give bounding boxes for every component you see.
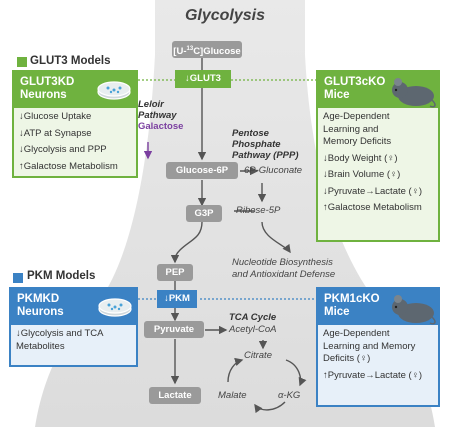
glut3cko-findings: Age-Dependent Learning and Memory Defici… xyxy=(318,108,438,222)
tca-cycle-label: TCA Cycle xyxy=(229,312,277,323)
finding-item: ↓Glycolysis and TCA Metabolites xyxy=(16,328,103,352)
pkm-models-label: PKM Models xyxy=(27,270,96,282)
acetyl-coa-label: Acetyl-CoA xyxy=(229,324,277,335)
citrate-label: Citrate xyxy=(244,350,272,361)
pep-node: PEP xyxy=(157,264,193,281)
finding-item: ↓Glycolysis and PPP xyxy=(19,144,107,155)
finding-item: ↓Brain Volume (♀) xyxy=(323,169,401,180)
ppp-label-3: Pathway (PPP) xyxy=(232,150,299,161)
pkmkd-neurons-panel: PKMKD Neurons ↓Glycolysis and TCA Metabo… xyxy=(9,287,138,367)
finding-item: ↑Galactose Metabolism xyxy=(323,202,422,213)
pkmkd-title: PKMKD xyxy=(17,293,60,305)
ribose-label: Ribose-5P xyxy=(236,205,281,216)
finding-item: ↑Galactose Metabolism xyxy=(19,160,118,172)
glut3kd-subtitle: Neurons xyxy=(20,89,67,101)
galactose-label: Galactose xyxy=(138,121,184,132)
nucleotide-label-2: and Antioxidant Defense xyxy=(232,269,336,280)
glucose-6p-node: Glucose-6P xyxy=(166,162,238,179)
pyruvate-node: Pyruvate xyxy=(144,321,204,338)
pkmkd-subtitle: Neurons xyxy=(17,306,64,318)
gluconate-label: 6P-Gluconate xyxy=(244,165,303,176)
glut3-models-label: GLUT3 Models xyxy=(30,55,111,67)
glut3kd-title: GLUT3KD xyxy=(20,76,75,88)
finding-item: ↑Pyruvate→Lactate (♀) xyxy=(323,369,422,381)
finding-item: ↓Glucose Uptake xyxy=(19,111,92,122)
mouse-icon xyxy=(392,78,436,108)
ppp-label-1: Pentose xyxy=(232,128,269,139)
ppp-label-2: Phosphate xyxy=(232,139,281,150)
finding-item: ↓Body Weight (♀) xyxy=(323,152,398,164)
finding-item: ↓ATP at Synapse xyxy=(19,127,92,139)
petri-dish-icon xyxy=(97,81,131,100)
pkmkd-header: PKMKD Neurons xyxy=(11,289,136,325)
pkm1cko-subtitle: Mice xyxy=(324,306,350,318)
pkm1cko-findings: Age-Dependent Learning and Memory Defici… xyxy=(318,325,438,389)
leloir-label-1: Leloir xyxy=(138,99,164,110)
pkm1cko-mice-panel: PKM1cKO Mice Age-Dependent Learning and … xyxy=(316,287,440,407)
glut3kd-findings: ↓Glucose Uptake ↓ATP at Synapse ↓Glycoly… xyxy=(14,108,136,180)
finding-item: ↓Pyruvate→Lactate (♀) xyxy=(323,185,422,197)
mouse-icon xyxy=(392,295,436,325)
glut3kd-neurons-panel: GLUT3KD Neurons ↓Glucose Uptake ↓ATP at … xyxy=(12,70,138,178)
g3p-node: G3P xyxy=(186,205,222,222)
finding-item: Age-Dependent Learning and Memory Defici… xyxy=(323,328,416,364)
glut3cko-mice-panel: GLUT3cKO Mice Age-Dependent Learning and… xyxy=(316,70,440,242)
glut3cko-subtitle: Mice xyxy=(324,89,350,101)
glucose-node: [U-13C]Glucose xyxy=(172,41,242,58)
malate-label: Malate xyxy=(218,390,247,401)
pkm-legend-swatch xyxy=(13,273,23,283)
glut3-marker: ↓GLUT3 xyxy=(175,70,231,88)
nucleotide-label-1: Nucleotide Biosynthesis xyxy=(232,257,333,268)
lactate-node: Lactate xyxy=(149,387,201,404)
glut3kd-header: GLUT3KD Neurons xyxy=(14,72,136,108)
pkm-marker: ↓PKM xyxy=(157,290,197,308)
petri-dish-icon xyxy=(98,298,132,317)
pkm1cko-title: PKM1cKO xyxy=(324,293,380,305)
pkmkd-findings: ↓Glycolysis and TCA Metabolites xyxy=(11,325,136,360)
leloir-label-2: Pathway xyxy=(138,110,177,121)
glut3-legend-swatch xyxy=(17,57,27,67)
finding-item: Age-Dependent Learning and Memory Defici… xyxy=(323,111,392,147)
diagram-title: Glycolysis xyxy=(184,7,266,24)
akg-label: α-KG xyxy=(278,390,301,401)
glut3cko-title: GLUT3cKO xyxy=(324,76,386,88)
